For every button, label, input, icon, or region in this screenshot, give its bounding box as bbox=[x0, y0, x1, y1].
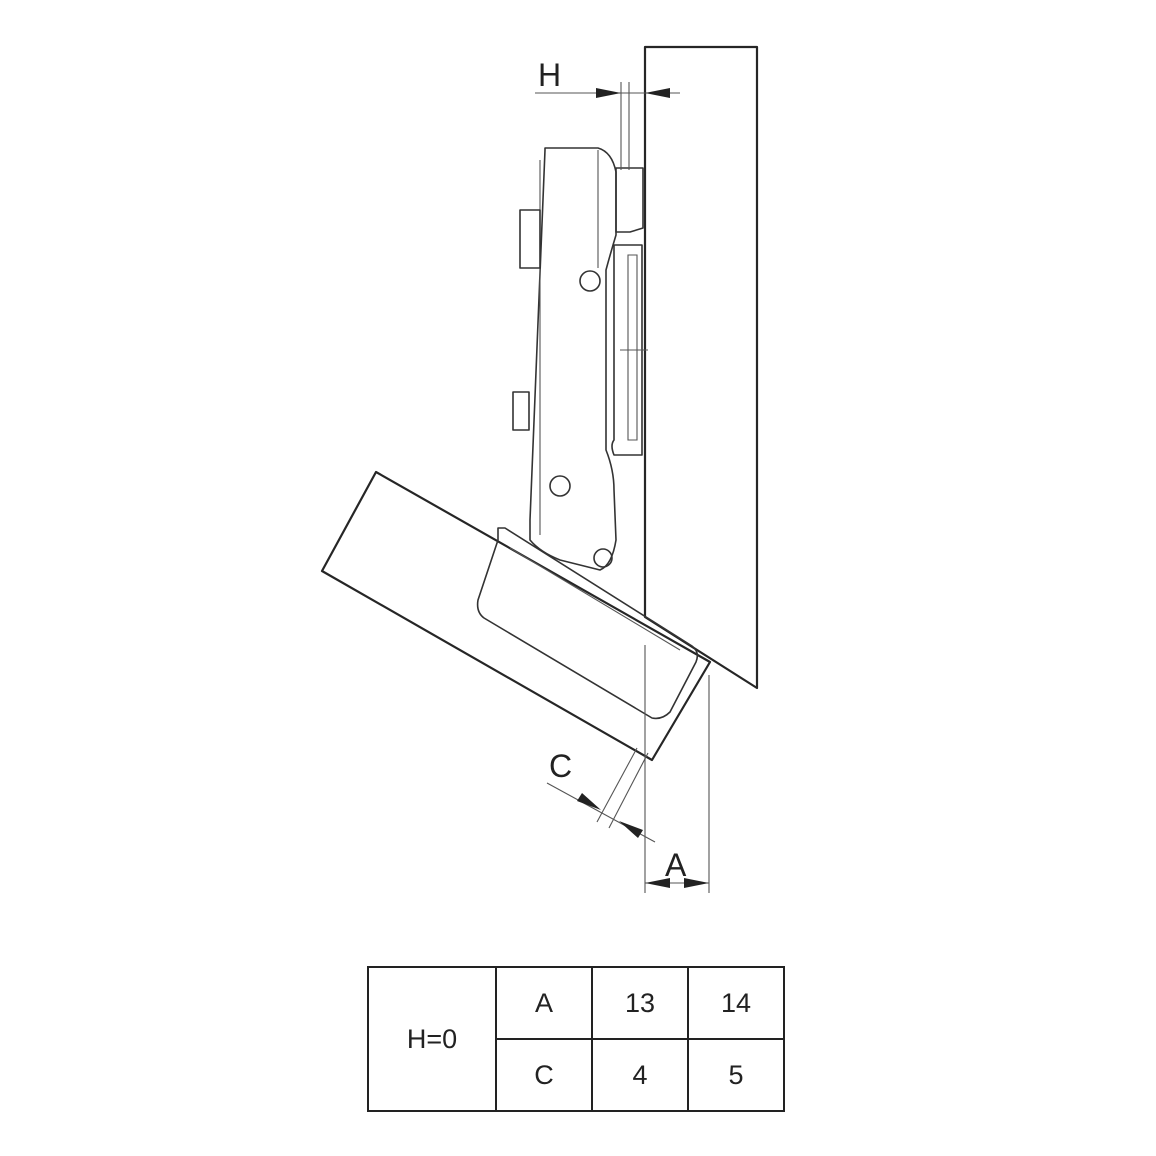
adjustment-screw-top bbox=[579, 270, 601, 292]
plate-rail bbox=[620, 254, 648, 441]
a-label: A bbox=[665, 847, 687, 883]
c-ext-line-2 bbox=[608, 752, 649, 829]
pivot-pin bbox=[593, 548, 613, 568]
table-value-c-1: 4 bbox=[591, 1038, 689, 1112]
door-panel bbox=[320, 470, 712, 762]
c-arrow-1 bbox=[577, 793, 601, 810]
plate-clip bbox=[611, 244, 643, 456]
a-arrow-right bbox=[684, 878, 709, 888]
table-row: H=0 A 13 14 bbox=[367, 966, 785, 1112]
table-dim-name-a: A bbox=[495, 966, 593, 1040]
c-label: C bbox=[549, 748, 572, 784]
table-value-a-1: 13 bbox=[591, 966, 689, 1040]
table-value-a-2: 14 bbox=[687, 966, 785, 1040]
cabinet-side-panel bbox=[643, 45, 759, 690]
arm-tab-top bbox=[519, 209, 541, 269]
hinge-cup bbox=[476, 527, 699, 720]
a-arrow-left bbox=[645, 878, 670, 888]
c-ext-line-1 bbox=[596, 747, 638, 823]
hinge-arm-outline bbox=[539, 150, 599, 535]
hinge-cup-inner bbox=[509, 547, 681, 651]
table-row: C 4 5 bbox=[368, 1038, 785, 1112]
h-label: H bbox=[538, 57, 561, 93]
table-dim-name-c: C bbox=[495, 1038, 593, 1112]
h-arrow-right bbox=[645, 88, 670, 98]
adjustment-screw-bottom bbox=[549, 475, 571, 497]
c-arrow-2 bbox=[619, 821, 643, 838]
table-value-c-2: 5 bbox=[687, 1038, 785, 1112]
mounting-plate bbox=[615, 167, 644, 233]
table-condition-cell: H=0 bbox=[367, 966, 497, 1112]
arm-tab-bottom bbox=[512, 391, 530, 431]
dimension-table: H=0 A 13 14 C 4 5 bbox=[367, 966, 785, 1112]
h-arrow-left bbox=[596, 88, 621, 98]
hinge-arm bbox=[529, 147, 617, 571]
